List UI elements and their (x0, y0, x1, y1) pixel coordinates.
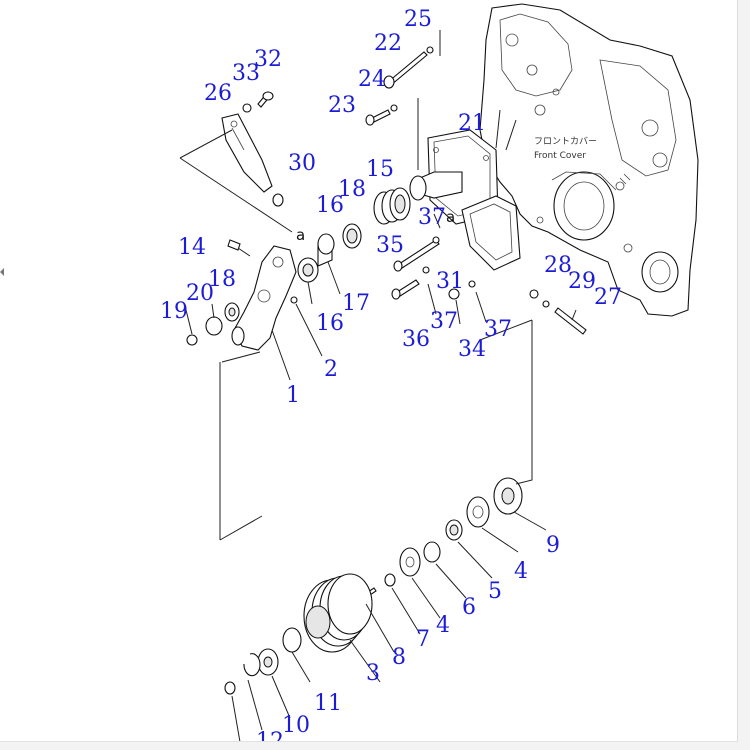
leader-lines (179, 30, 577, 742)
callout-11[interactable]: 11 (314, 691, 342, 716)
reference-mark-a: a (446, 208, 455, 226)
callout-15[interactable]: 15 (366, 157, 394, 182)
callout-7[interactable]: 7 (416, 627, 430, 652)
spring (373, 187, 411, 225)
callout-14[interactable]: 14 (178, 235, 206, 260)
tensioner-arm (231, 245, 298, 351)
callout-9[interactable]: 9 (546, 533, 560, 558)
callout-32[interactable]: 32 (254, 47, 282, 72)
bracket (221, 113, 273, 193)
callout-4[interactable]: 4 (436, 613, 450, 638)
callout-18[interactable]: 18 (338, 177, 366, 202)
callout-17[interactable]: 17 (342, 291, 370, 316)
callout-33[interactable]: 33 (232, 61, 260, 86)
callout-22[interactable]: 22 (374, 31, 402, 56)
callout-6[interactable]: 6 (462, 595, 476, 620)
callout-23[interactable]: 23 (328, 93, 356, 118)
callout-19[interactable]: 19 (160, 299, 188, 324)
callout-16[interactable]: 16 (316, 193, 344, 218)
callout-30[interactable]: 30 (288, 151, 316, 176)
callout-36[interactable]: 36 (402, 327, 430, 352)
callout-37[interactable]: 37 (484, 317, 512, 342)
vertical-scrollbar[interactable] (737, 0, 750, 750)
callout-27[interactable]: 27 (594, 285, 622, 310)
callout-12[interactable]: 12 (256, 729, 284, 742)
callout-37[interactable]: 37 (418, 205, 446, 230)
callout-8[interactable]: 8 (392, 645, 406, 670)
callout-18[interactable]: 18 (208, 267, 236, 292)
callout-20[interactable]: 20 (186, 281, 214, 306)
callout-34[interactable]: 34 (458, 337, 486, 362)
callout-37[interactable]: 37 (430, 309, 458, 334)
callouts: 1 2 3 4 4 5 6 7 8 9 10 11 12 14 15 16 16… (160, 7, 622, 742)
reference-mark-a: a (296, 226, 305, 244)
horizontal-scrollbar[interactable] (0, 741, 738, 750)
cover-plate (409, 129, 521, 271)
callout-10[interactable]: 10 (282, 713, 310, 738)
callout-21[interactable]: 21 (458, 111, 486, 136)
front-cover-housing: フロントカバー Front Cover (479, 3, 699, 317)
callout-26[interactable]: 26 (204, 81, 232, 106)
scroll-left-arrow-icon[interactable] (0, 268, 4, 276)
bolts (186, 46, 587, 346)
exploded-parts-diagram: フロントカバー Front Cover (160, 3, 699, 742)
callout-2[interactable]: 2 (324, 357, 338, 382)
front-cover-en-label: Front Cover (534, 151, 586, 161)
callout-29[interactable]: 29 (568, 269, 596, 294)
callout-25[interactable]: 25 (404, 7, 432, 32)
callout-1[interactable]: 1 (286, 383, 300, 408)
callout-4[interactable]: 4 (514, 559, 528, 584)
front-cover-jp-label: フロントカバー (534, 136, 597, 147)
callout-24[interactable]: 24 (358, 67, 386, 92)
callout-3[interactable]: 3 (366, 661, 380, 686)
callout-28[interactable]: 28 (544, 253, 572, 278)
callout-16[interactable]: 16 (316, 311, 344, 336)
bushings (224, 223, 362, 322)
callout-31[interactable]: 31 (436, 269, 464, 294)
callout-5[interactable]: 5 (488, 579, 502, 604)
callout-35[interactable]: 35 (376, 233, 404, 258)
pulley-assembly (224, 477, 523, 695)
